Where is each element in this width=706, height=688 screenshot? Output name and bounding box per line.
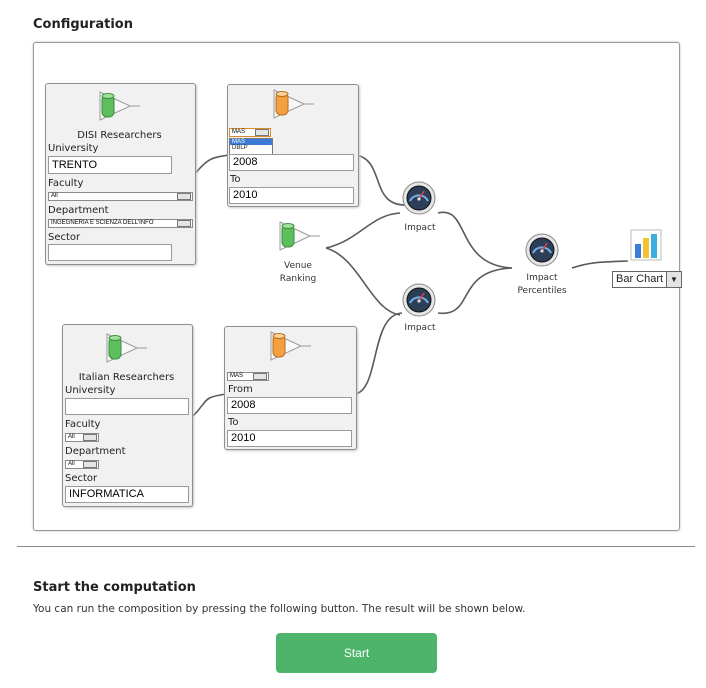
wire-percentiles-barchart [571,260,629,269]
department-label: Department [48,205,109,216]
sector-label: Sector [48,232,81,243]
source-select[interactable]: MAS [227,372,269,381]
impact-percentiles-label-line2: Percentiles [517,286,567,296]
data-source-icon [99,91,140,121]
university-input[interactable] [65,398,189,415]
wire-impact-bottom-percentiles [437,267,513,315]
data-source-icon [106,333,147,363]
wire-italian-filter [190,393,227,419]
venue-ranking-icon[interactable] [278,218,322,254]
wire-disi-filter [193,154,229,176]
university-label: University [65,385,116,396]
department-select[interactable]: All [65,460,99,469]
source-select[interactable]: MAS [229,128,271,137]
impact-gauge-icon[interactable] [401,280,437,318]
filter-icon [270,331,311,361]
from-input[interactable]: 2008 [227,397,352,414]
impact-gauge-icon[interactable] [401,178,437,216]
chevron-down-icon[interactable]: ▼ [666,272,681,287]
wire-venue-impact-top [325,212,401,249]
dropdown-option[interactable]: MAS [230,139,272,145]
wire-impact-top-percentiles [437,211,513,269]
start-button[interactable]: Start [276,633,437,673]
university-input[interactable]: TRENTO [48,156,172,174]
node-title: Italian Researchers [78,372,175,383]
percentiles-gauge-icon[interactable] [524,230,560,268]
from-input[interactable]: 2008 [229,154,354,171]
impact-percentiles-label-line1: Impact [526,273,558,283]
bar-chart-icon[interactable] [630,228,664,262]
from-label: From [228,384,253,395]
university-label: University [48,143,99,154]
venue-ranking-label-line1: Venue [284,261,312,271]
sector-input[interactable] [48,244,172,261]
node-title: DISI Researchers [77,130,162,141]
dropdown-button[interactable] [83,461,97,468]
to-label: To [228,417,239,428]
wire-filter-impact-bottom [354,312,403,395]
italian-researchers-node[interactable] [62,324,193,507]
dropdown-button[interactable] [177,193,191,200]
wire-filter-impact-top [355,154,406,206]
disi-researchers-node[interactable] [45,83,196,265]
sector-label: Sector [65,473,98,484]
impact-label: Impact [404,323,436,333]
dropdown-button[interactable] [255,129,269,136]
faculty-select[interactable]: All [48,192,193,201]
dropdown-button[interactable] [253,373,267,380]
filter-icon [273,89,314,119]
to-label: To [230,174,241,185]
dropdown-button[interactable] [177,220,191,227]
dropdown-button[interactable] [83,434,97,441]
faculty-label: Faculty [65,419,101,430]
wire-venue-impact-bottom [325,247,401,316]
faculty-select[interactable]: All [65,433,99,442]
venue-ranking-label-line2: Ranking [279,274,317,284]
faculty-label: Faculty [48,178,84,189]
configuration-heading: Configuration [33,17,133,32]
to-input[interactable]: 2010 [229,187,354,204]
department-select[interactable]: INGEGNERIA E SCIENZA DELL'INFO [48,219,193,228]
computation-heading: Start the computation [33,580,196,595]
output-type-select[interactable]: Bar Chart ▼ [612,271,682,288]
dropdown-option[interactable]: DBLP [232,145,248,151]
section-divider [17,546,695,547]
department-label: Department [65,446,126,457]
sector-input[interactable]: INFORMATICA [65,486,189,503]
computation-description: You can run the composition by pressing … [33,603,526,615]
impact-label: Impact [404,223,436,233]
to-input[interactable]: 2010 [227,430,352,447]
source-dropdown-list[interactable]: MAS DBLP [229,138,273,156]
